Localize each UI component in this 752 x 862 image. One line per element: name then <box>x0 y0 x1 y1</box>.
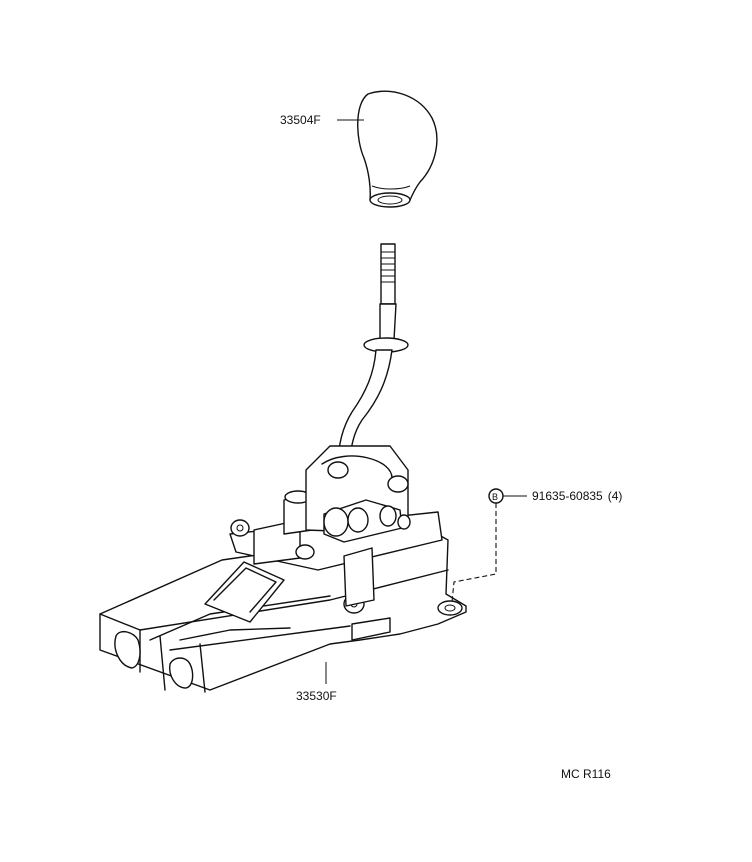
shift-lever-housing[interactable] <box>99 445 467 693</box>
shift-knob[interactable] <box>357 90 438 208</box>
knob-part-number: 33504F <box>280 113 321 127</box>
bolt-part-number: 91635-60835(4) <box>532 489 622 503</box>
bolt-leader <box>451 495 527 603</box>
housing-part-number: 33530F <box>296 689 337 703</box>
bolt-symbol: B <box>492 492 498 502</box>
figure-code: MC R116 <box>561 767 611 781</box>
shift-lever[interactable] <box>337 243 409 467</box>
bolt-marker[interactable]: B <box>488 488 504 504</box>
